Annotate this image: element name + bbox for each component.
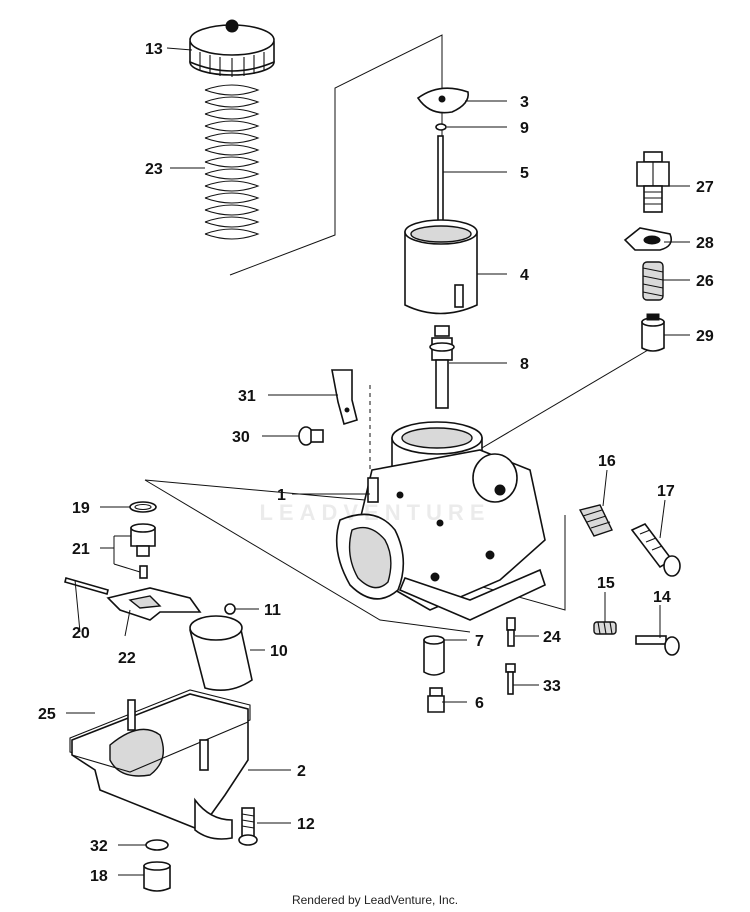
callout-10: 10	[270, 643, 288, 660]
callout-15: 15	[597, 575, 615, 592]
part-washer-32	[145, 839, 169, 851]
callout-14: 14	[653, 589, 671, 606]
callout-12: 12	[297, 816, 315, 833]
callout-32: 32	[90, 838, 108, 855]
callout-3: 3	[520, 94, 529, 111]
callout-24: 24	[543, 629, 561, 646]
callout-21: 21	[72, 541, 90, 558]
callout-33: 33	[543, 678, 561, 695]
part-spring-16	[578, 504, 613, 537]
callout-7: 7	[475, 633, 484, 650]
part-carburetor-body-1	[335, 421, 546, 621]
callout-6: 6	[475, 695, 484, 712]
part-pilot-jet-24	[506, 617, 516, 647]
part-needle-valve-21	[130, 523, 156, 579]
part-clip-9	[435, 123, 447, 131]
callout-11: 11	[264, 602, 281, 619]
part-choke-plate-28	[623, 227, 673, 251]
part-bowl-screw-12	[238, 807, 258, 846]
callout-25: 25	[38, 706, 56, 723]
part-bracket-31	[331, 369, 358, 426]
callout-18: 18	[90, 868, 108, 885]
callout-13: 13	[145, 41, 163, 58]
part-clip-plate-3	[416, 87, 469, 114]
callout-5: 5	[520, 165, 529, 182]
callout-30: 30	[232, 429, 250, 446]
callout-26: 26	[696, 273, 714, 290]
part-choke-spring-26	[642, 261, 664, 301]
part-top-cap-13	[189, 19, 275, 77]
part-float-arm-22	[106, 587, 202, 621]
callout-2: 2	[297, 763, 306, 780]
callout-27: 27	[696, 179, 714, 196]
part-main-jet-6	[427, 687, 445, 713]
part-spring-23	[204, 84, 260, 240]
part-gasket-25	[69, 689, 251, 771]
callout-labels: 13 23 3 9 5 4 8 27 28 26 29 31 30 1 16 1…	[38, 41, 714, 885]
part-jet-holder-7	[423, 635, 445, 676]
callout-1: 1	[277, 487, 286, 504]
part-float-bowl-2	[71, 693, 249, 840]
part-screw-30	[298, 426, 324, 446]
part-drain-plug-18	[143, 861, 171, 892]
watermark-text: LEADVENTURE	[259, 500, 491, 525]
part-spring-15	[593, 621, 617, 635]
part-choke-nut-27	[636, 151, 670, 213]
part-float-pin-11	[224, 603, 236, 615]
part-choke-plunger-29	[641, 313, 665, 352]
callout-19: 19	[72, 500, 90, 517]
part-needle-jet-8	[429, 325, 455, 409]
footer-credit: Rendered by LeadVenture, Inc.	[291, 893, 459, 907]
part-starter-jet-33	[505, 663, 516, 695]
callout-20: 20	[72, 625, 90, 642]
callout-29: 29	[696, 328, 714, 345]
callout-23: 23	[145, 161, 163, 178]
callout-17: 17	[657, 483, 675, 500]
callout-8: 8	[520, 356, 529, 373]
leader-lines	[66, 47, 690, 876]
callout-16: 16	[598, 453, 616, 470]
part-o-ring-19	[129, 501, 157, 513]
part-idle-screw-14	[635, 635, 680, 656]
callout-28: 28	[696, 235, 714, 252]
part-float-pin-20	[64, 577, 109, 595]
part-pilot-screw-17	[630, 523, 681, 577]
callout-22: 22	[118, 650, 136, 667]
callout-4: 4	[520, 267, 529, 284]
part-throttle-slide-4	[404, 219, 478, 315]
callout-31: 31	[238, 388, 256, 405]
callout-9: 9	[520, 120, 529, 137]
part-float-10	[189, 615, 253, 691]
